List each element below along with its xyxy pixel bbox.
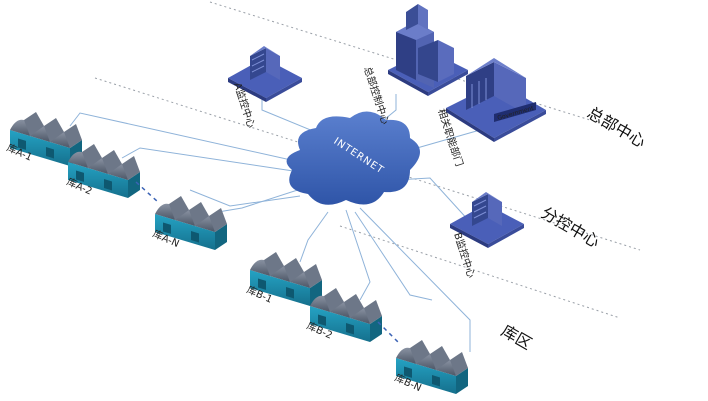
- cloud-shape: [286, 111, 420, 205]
- ellipsis-links: [135, 181, 401, 345]
- separator-branch-warehouse: [339, 225, 621, 319]
- zone-label-branch: 分控中心: [538, 203, 603, 251]
- hq-tower-icon: [388, 4, 468, 96]
- link-an-2: [189, 189, 301, 207]
- link-an: [217, 185, 311, 213]
- link-a1: [69, 112, 301, 163]
- link-a2: [121, 147, 301, 173]
- link-monitor-b: [394, 177, 471, 223]
- link-b1: [299, 211, 329, 263]
- zone-label-warehouse: 库区: [498, 321, 535, 353]
- ellipsis-b: [377, 321, 401, 345]
- ellipsis-a: [135, 181, 159, 203]
- connection-lines: [69, 88, 481, 352]
- zone-label-hq: 总部中心: [584, 103, 649, 151]
- link-b-extra: [354, 211, 433, 301]
- internet-cloud: INTERNET: [286, 111, 420, 205]
- government-building-icon: Government: [446, 58, 546, 142]
- link-b2: [345, 209, 371, 301]
- link-bn: [359, 207, 471, 352]
